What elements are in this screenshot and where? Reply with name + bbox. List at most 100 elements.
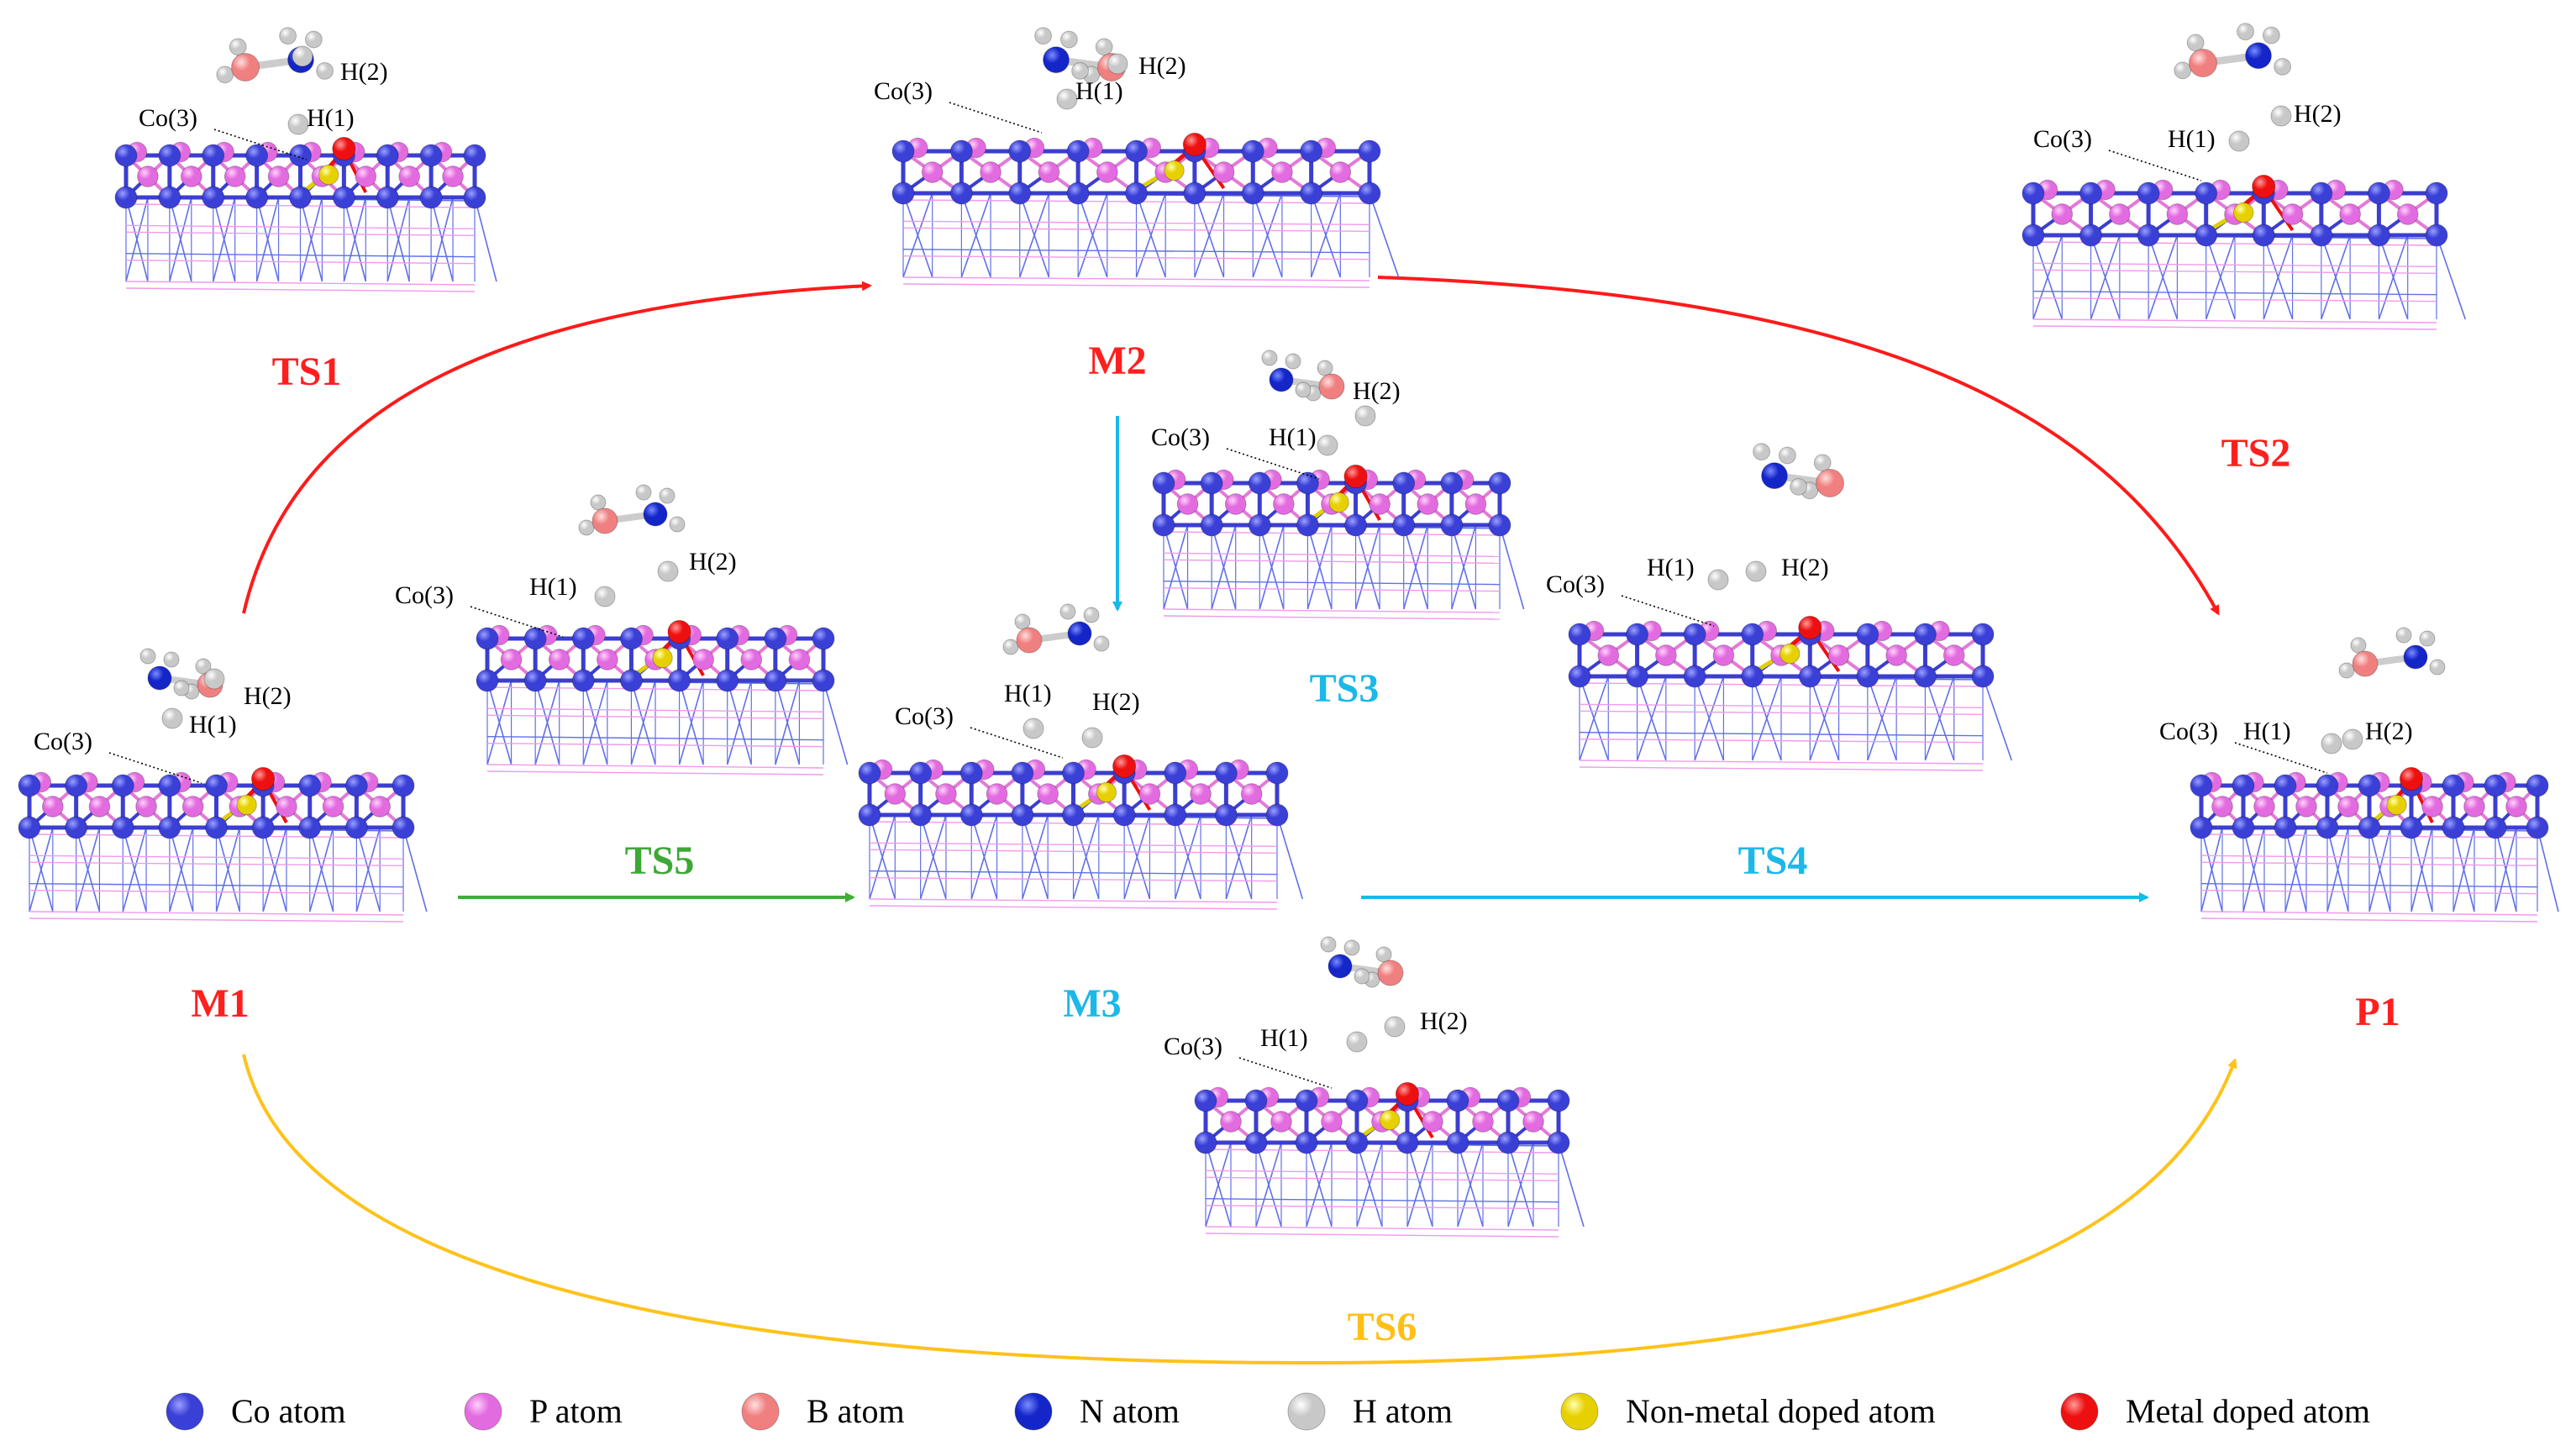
b-atom	[2352, 650, 2379, 677]
metal-dopant	[1112, 754, 1137, 779]
co-atom	[114, 144, 138, 167]
h-atom	[173, 680, 190, 697]
p-atom	[398, 166, 421, 187]
p-atom	[1220, 1111, 1242, 1133]
co-atom	[2526, 774, 2549, 797]
surface-atoms	[891, 132, 1381, 205]
h1-atom	[287, 113, 309, 135]
legend-label: B atom	[807, 1392, 905, 1430]
p-atom	[442, 166, 464, 187]
co-atom	[1440, 471, 1464, 495]
h-atom	[2419, 630, 2436, 647]
h-atom	[659, 487, 676, 504]
p-atom	[2166, 203, 2189, 225]
h-label-b: H(2)	[1138, 52, 1186, 80]
co-atom	[202, 186, 225, 209]
co-atom	[2316, 774, 2339, 797]
p-atom	[135, 796, 157, 818]
n-atom	[2245, 42, 2272, 70]
arrow-m1-to-m2	[242, 281, 872, 614]
p-atom	[1096, 161, 1118, 183]
h-atom	[578, 519, 595, 536]
legend-swatch-n	[1014, 1392, 1053, 1431]
co-atom	[476, 669, 499, 692]
co-atom	[1241, 139, 1264, 163]
h1-atom	[2228, 130, 2250, 152]
nonmetal-dopant	[1379, 1109, 1401, 1131]
co-atom	[158, 144, 181, 167]
co-atom	[2137, 181, 2160, 205]
legend-label: Non-metal doped atom	[1626, 1392, 1936, 1430]
co-atom	[716, 669, 739, 692]
state-panel-ts5: Co(3)H(1)H(2)TS5	[395, 484, 849, 883]
co-atom	[18, 774, 41, 797]
h1-atom	[1707, 569, 1729, 591]
co-atom	[949, 181, 973, 205]
p-atom	[788, 649, 811, 670]
b-atom	[1377, 959, 1404, 986]
co-atom	[1971, 623, 1995, 646]
co-atom	[65, 816, 88, 839]
co-atom	[1152, 471, 1175, 495]
p-atom	[692, 649, 714, 670]
co-atom	[344, 816, 368, 839]
state-name-ts2: TS2	[2221, 431, 2291, 476]
nonmetal-dopant	[2386, 794, 2407, 816]
co-atom	[1446, 1131, 1469, 1154]
h-atom	[1320, 936, 1337, 953]
co-atom	[1396, 1131, 1419, 1154]
co-atom	[1125, 181, 1148, 205]
co-atom	[1112, 803, 1136, 827]
co-atom	[2425, 223, 2448, 247]
h1-atom	[1056, 88, 1078, 110]
p-atom	[1138, 783, 1161, 805]
p-atom	[2281, 203, 2304, 225]
p-atom	[1329, 161, 1352, 183]
substrate-lattice	[869, 814, 1304, 910]
p-atom	[2337, 796, 2359, 818]
co-atom	[2190, 816, 2213, 839]
h-label-a: H(1)	[529, 573, 577, 601]
h-atom	[163, 651, 180, 668]
co-atom	[251, 816, 275, 839]
co-atom	[1345, 1089, 1369, 1112]
n-atom	[643, 502, 668, 527]
co-atom	[1856, 665, 1879, 688]
co-atom	[158, 186, 181, 209]
co-atom	[344, 774, 368, 797]
h-atom	[1060, 30, 1078, 49]
ammonia-borane-fragment	[1320, 936, 1404, 988]
co-atom	[1626, 665, 1649, 688]
co-atom	[2274, 774, 2297, 797]
co-atom	[1008, 181, 1032, 205]
metal-dopant	[332, 136, 356, 161]
co-atom	[523, 669, 547, 692]
h-atom	[1093, 635, 1110, 652]
h-atom	[1295, 381, 1312, 398]
co-atom	[1244, 1131, 1268, 1154]
co-atom	[1496, 1131, 1520, 1154]
b-atom	[1016, 627, 1043, 654]
h1-atom	[1023, 718, 1044, 739]
co-atom	[18, 816, 41, 839]
p-atom	[1885, 644, 1907, 666]
p-atom	[1271, 161, 1293, 183]
p-atom	[2253, 796, 2275, 818]
co-atom	[111, 816, 134, 839]
h-atom	[2186, 34, 2205, 52]
state-panel-ts1: Co(3)H(1)H(2)TS1	[114, 27, 497, 394]
legend-item: Non-metal doped atom	[1560, 1392, 1936, 1431]
co-atom	[1008, 139, 1032, 163]
nonmetal-dopant	[1328, 492, 1349, 513]
h-atom	[1059, 603, 1076, 620]
h2-atom	[657, 560, 679, 582]
p-atom	[597, 649, 618, 670]
h-atom	[2174, 61, 2192, 80]
co-atom	[1798, 665, 1822, 688]
co-atom	[2484, 774, 2507, 797]
p-atom	[980, 161, 1001, 183]
co-atom	[1011, 761, 1034, 785]
h-atom	[1354, 968, 1370, 985]
h2-atom	[1384, 1016, 1406, 1038]
